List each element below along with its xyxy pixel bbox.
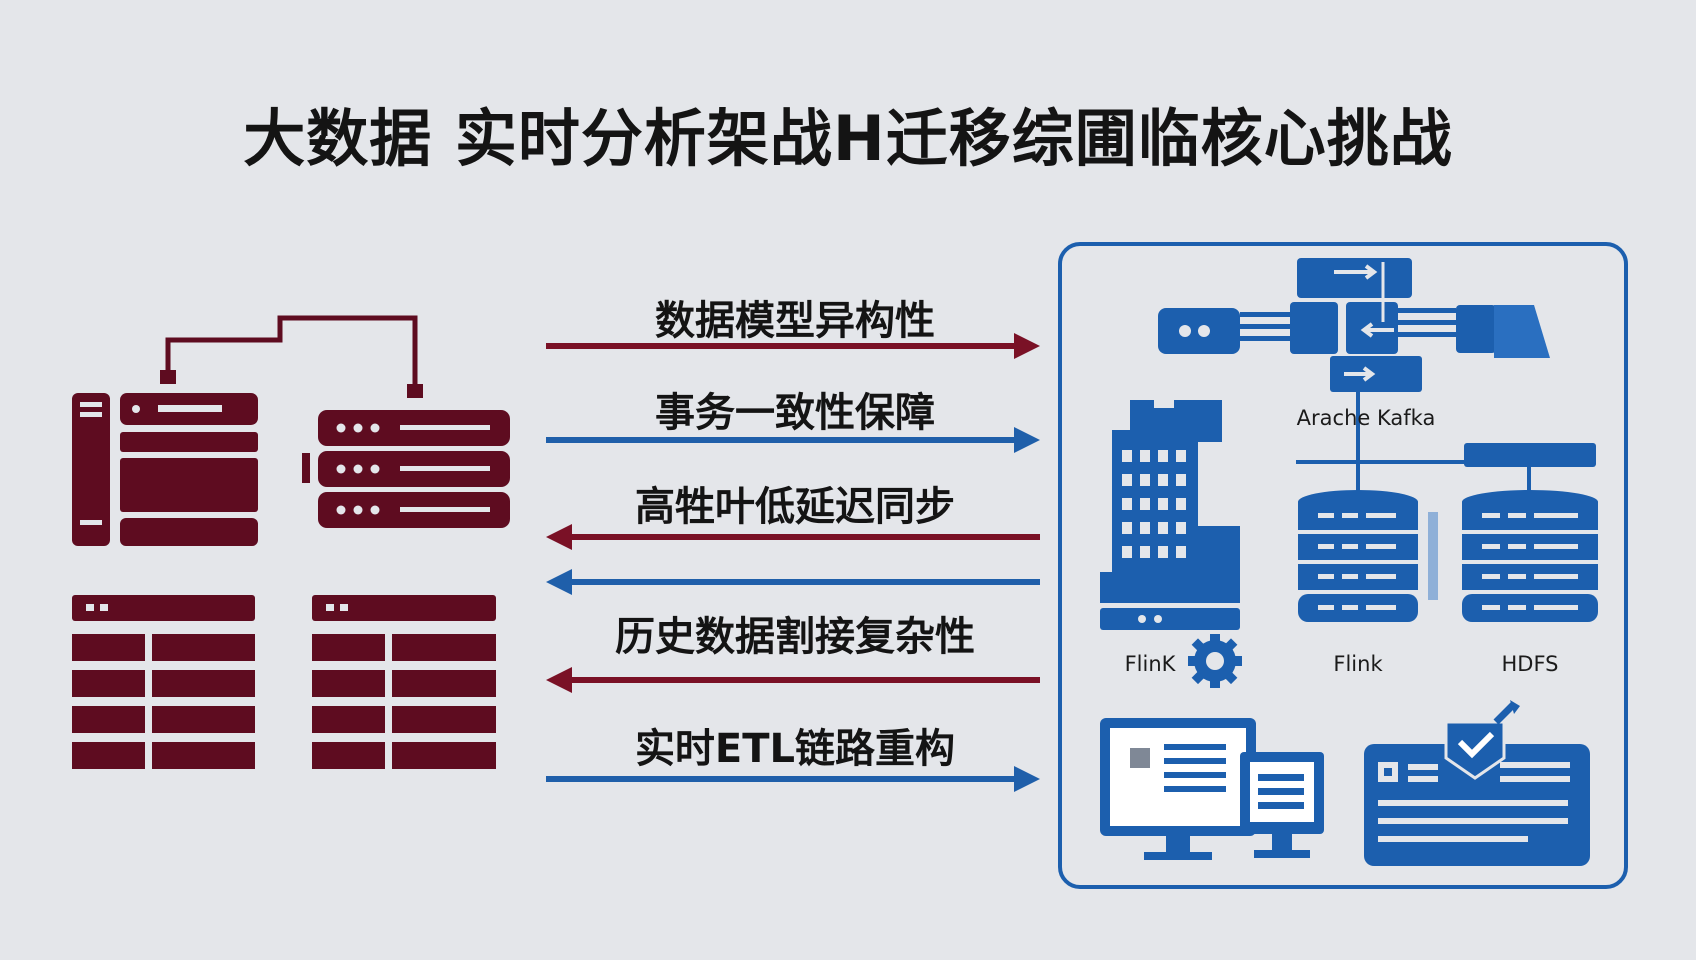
message-queue-icon	[1158, 258, 1550, 392]
legacy-connector-line	[165, 315, 418, 390]
challenge-label-latency: 高牲叶低延迟同步	[635, 484, 955, 530]
target-architecture-frame	[1058, 242, 1628, 889]
gear-icon	[1188, 634, 1242, 688]
connector-line	[1527, 467, 1531, 501]
cylinder-database-icon	[1298, 490, 1438, 622]
rack-server-icon	[72, 393, 258, 546]
challenge-label-data-model: 数据模型异构性	[655, 298, 935, 344]
database-table-icon	[72, 595, 255, 769]
building-icon	[1100, 400, 1240, 630]
hdfs-caption: HDFS	[1501, 652, 1559, 676]
connector-line	[1356, 392, 1360, 500]
challenge-arrows	[546, 333, 1040, 792]
verified-document-icon	[1364, 700, 1590, 866]
flink-left-caption: FlinK	[1124, 652, 1176, 676]
challenge-arrow-head	[546, 569, 572, 595]
data-bus-line	[1296, 460, 1464, 464]
connector-node	[407, 384, 423, 398]
challenge-arrow-head	[546, 667, 572, 693]
server-stack-icon	[302, 410, 510, 528]
data-bus-node	[1464, 443, 1596, 467]
page-title: 大数据 实时分析架战H迁移综圃临核心挑战	[243, 102, 1453, 175]
cylinder-database-icon	[1462, 490, 1598, 622]
dashboard-monitor-icon	[1100, 718, 1324, 860]
challenge-arrow-head	[1014, 766, 1040, 792]
challenge-arrow-head	[546, 524, 572, 550]
flink-mid-caption: Flink	[1333, 652, 1383, 676]
database-table-icon	[312, 595, 496, 769]
challenge-label-transaction: 事务一致性保障	[655, 390, 935, 436]
kafka-caption: Arache Kafka	[1296, 406, 1436, 430]
challenge-arrow-head	[1014, 333, 1040, 359]
challenge-label-history: 历史数据割接复杂性	[615, 614, 975, 660]
connector-node	[160, 370, 176, 384]
challenge-arrow-head	[1014, 427, 1040, 453]
challenge-label-etl: 实时ETL链路重构	[634, 726, 956, 772]
